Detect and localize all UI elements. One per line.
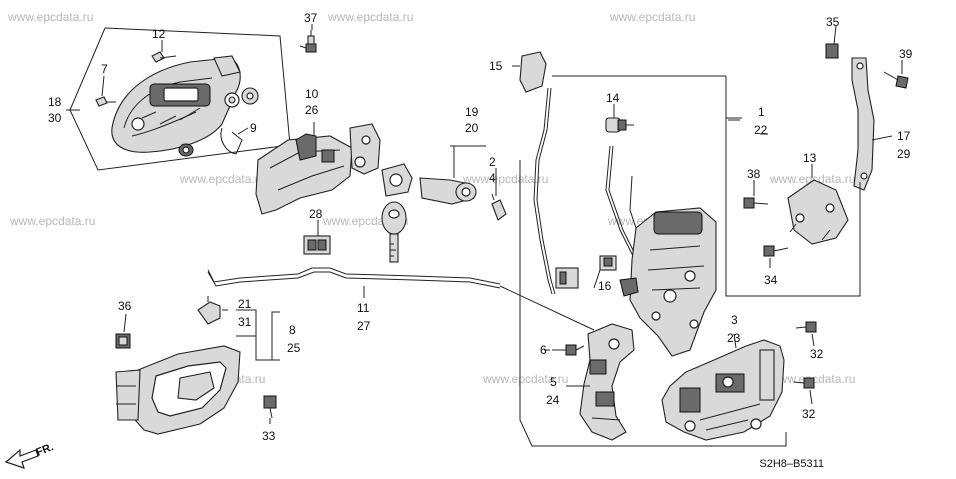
callout-35: 35	[826, 15, 840, 29]
clip-36	[115, 333, 131, 349]
callout-31: 31	[238, 315, 252, 329]
callout-24: 24	[546, 393, 560, 407]
callout-10: 10	[305, 87, 319, 101]
outside-handle-group	[69, 27, 291, 171]
callout-38: 38	[747, 167, 761, 181]
callout-9: 9	[250, 121, 257, 135]
callout-34: 34	[764, 273, 778, 287]
callout-6: 6	[540, 343, 547, 357]
callout-2: 2	[489, 155, 496, 169]
bolt-37	[299, 30, 317, 53]
bolt-34	[763, 245, 789, 257]
watermark: www.epcdata.ru	[483, 372, 569, 386]
callout-13: 13	[803, 151, 817, 165]
callout-8: 8	[289, 323, 296, 337]
inside-handle	[115, 345, 241, 435]
handle-bracket	[255, 123, 381, 215]
diagram-code: S2H8–B5311	[759, 458, 824, 470]
callout-16: 16	[598, 279, 612, 293]
callout-3: 3	[731, 313, 738, 327]
bolt-38	[743, 197, 769, 209]
clip-2	[491, 193, 507, 221]
callout-23: 23	[727, 331, 741, 345]
callout-30: 30	[48, 111, 62, 125]
callout-12: 12	[152, 27, 166, 41]
watermark: www.epcdata.ru	[180, 172, 266, 186]
callout-39: 39	[899, 47, 913, 61]
callout-19: 19	[465, 105, 479, 119]
watermark: www.epcdata.ru	[610, 10, 696, 24]
callout-28: 28	[309, 207, 323, 221]
callout-17: 17	[897, 129, 911, 143]
rod-17	[825, 43, 909, 191]
watermark: www.epcdata.ru	[8, 10, 94, 24]
clip-16	[555, 255, 617, 289]
watermark: www.epcdata.ru	[328, 10, 414, 24]
callout-32-lower: 32	[802, 407, 816, 421]
callout-26: 26	[305, 103, 319, 117]
callout-22: 22	[754, 123, 768, 137]
callout-29: 29	[897, 147, 911, 161]
callout-20: 20	[465, 121, 479, 135]
direction-arrow	[4, 448, 39, 469]
watermark: www.epcdata.ru	[463, 172, 549, 186]
callout-14: 14	[606, 91, 620, 105]
cap-15	[519, 51, 556, 295]
callout-21: 21	[238, 297, 252, 311]
callout-5: 5	[550, 375, 557, 389]
striker-13	[787, 179, 849, 245]
callout-32: 32	[810, 347, 824, 361]
callout-27: 27	[357, 319, 371, 333]
screw-33	[263, 395, 277, 419]
rod-11	[207, 267, 595, 331]
watermark: www.epcdata.ru	[770, 172, 856, 186]
callout-18: 18	[48, 95, 62, 109]
callout-36: 36	[118, 299, 132, 313]
bolt-6	[552, 344, 585, 356]
callout-7: 7	[101, 62, 108, 76]
callout-15: 15	[489, 59, 503, 73]
latch-assembly	[661, 339, 785, 441]
watermark: www.epcdata.ru	[10, 214, 96, 228]
key-cylinder	[381, 163, 477, 263]
callout-11: 11	[357, 301, 370, 315]
clip-28	[303, 235, 331, 255]
latch-bracket	[579, 323, 635, 441]
bolt-32	[793, 321, 817, 389]
callout-37: 37	[304, 11, 318, 25]
callout-1: 1	[758, 105, 765, 119]
callout-33: 33	[262, 429, 276, 443]
clip-21	[197, 296, 221, 325]
door-lock-actuator	[619, 207, 717, 357]
leader-lines	[66, 24, 903, 447]
callout-4: 4	[489, 171, 496, 185]
callout-25: 25	[287, 341, 301, 355]
